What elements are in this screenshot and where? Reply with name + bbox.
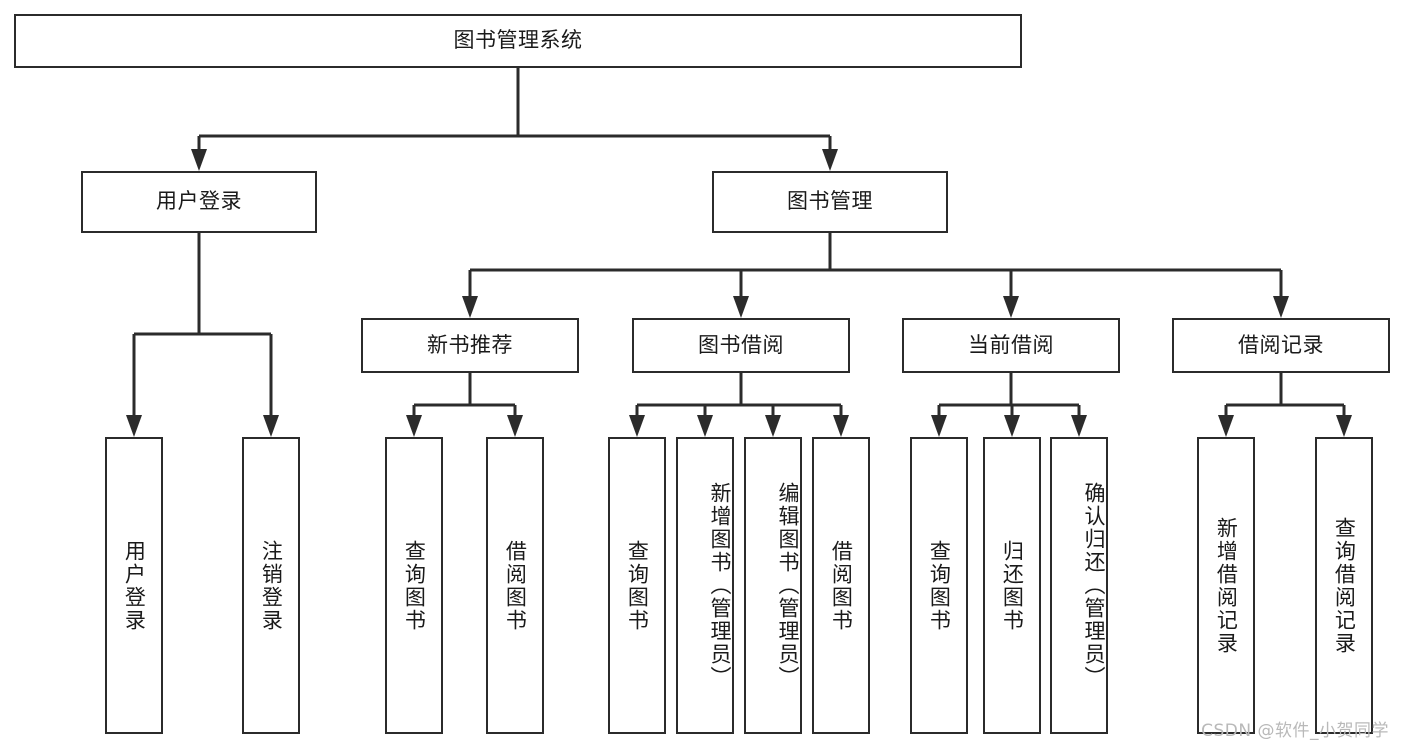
node-l-query-book-2: 查询图书 (608, 437, 666, 734)
node-l-add-record: 新增借阅记录 (1197, 437, 1255, 734)
node-label-l-edit-book: 编辑图书（管理员） (776, 482, 800, 689)
node-l-borrow-book-2: 借阅图书 (812, 437, 870, 734)
node-n-new-book-rec: 新书推荐 (361, 318, 579, 373)
node-label-l-add-book: 新增图书（管理员） (708, 482, 732, 689)
connector-arrowhead (126, 415, 142, 437)
node-label-l-query-book-2: 查询图书 (625, 539, 650, 632)
connector-arrowhead (191, 149, 207, 171)
node-root: 图书管理系统 (14, 14, 1022, 68)
node-label-l-return-book: 归还图书 (1000, 539, 1025, 632)
connector-arrowhead (733, 296, 749, 318)
node-n-book-manage: 图书管理 (712, 171, 948, 233)
node-label-l-borrow-book-1: 借阅图书 (503, 539, 528, 632)
connector-arrowhead (931, 415, 947, 437)
connector-arrowhead (406, 415, 422, 437)
node-label-root: 图书管理系统 (453, 28, 583, 53)
node-label-l-query-record: 查询借阅记录 (1332, 516, 1357, 655)
connector-arrowhead (462, 296, 478, 318)
node-label-l-user-login: 用户登录 (122, 539, 147, 632)
node-label-l-user-logout: 注销登录 (259, 539, 284, 632)
node-label-l-query-book-1: 查询图书 (402, 539, 427, 632)
connector-arrowhead (1004, 415, 1020, 437)
node-label-n-book-borrow: 图书借阅 (698, 332, 784, 357)
connector-arrowhead (263, 415, 279, 437)
connector-arrowhead (833, 415, 849, 437)
connector-arrowhead (822, 149, 838, 171)
node-label-n-borrow-record: 借阅记录 (1238, 332, 1324, 357)
node-l-add-book: 新增图书（管理员） (676, 437, 734, 734)
connector-arrowhead (507, 415, 523, 437)
connector-arrowhead (1336, 415, 1352, 437)
node-label-n-new-book-rec: 新书推荐 (427, 332, 513, 357)
node-l-confirm-return: 确认归还（管理员） (1050, 437, 1108, 734)
connector-arrowhead (765, 415, 781, 437)
node-label-n-book-manage: 图书管理 (787, 189, 873, 214)
node-l-borrow-book-1: 借阅图书 (486, 437, 544, 734)
node-label-n-current-borrow: 当前借阅 (968, 332, 1054, 357)
node-label-n-user-login: 用户登录 (156, 189, 242, 214)
node-label-l-borrow-book-2: 借阅图书 (829, 539, 854, 632)
node-l-query-book-1: 查询图书 (385, 437, 443, 734)
node-l-user-logout: 注销登录 (242, 437, 300, 734)
connector-arrowhead (697, 415, 713, 437)
node-n-book-borrow: 图书借阅 (632, 318, 850, 373)
node-n-current-borrow: 当前借阅 (902, 318, 1120, 373)
node-l-edit-book: 编辑图书（管理员） (744, 437, 802, 734)
connector-arrowhead (1003, 296, 1019, 318)
node-n-user-login: 用户登录 (81, 171, 317, 233)
node-l-user-login: 用户登录 (105, 437, 163, 734)
node-l-query-record: 查询借阅记录 (1315, 437, 1373, 734)
connector-arrowhead (1218, 415, 1234, 437)
connector-arrowhead (1071, 415, 1087, 437)
node-label-l-query-book-3: 查询图书 (927, 539, 952, 632)
connector-arrowhead (629, 415, 645, 437)
watermark-text: CSDN @软件_小贺同学 (1201, 721, 1389, 741)
node-l-query-book-3: 查询图书 (910, 437, 968, 734)
node-l-return-book: 归还图书 (983, 437, 1041, 734)
node-label-l-confirm-return: 确认归还（管理员） (1082, 482, 1106, 689)
node-n-borrow-record: 借阅记录 (1172, 318, 1390, 373)
node-label-l-add-record: 新增借阅记录 (1214, 516, 1239, 655)
connector-arrowhead (1273, 296, 1289, 318)
